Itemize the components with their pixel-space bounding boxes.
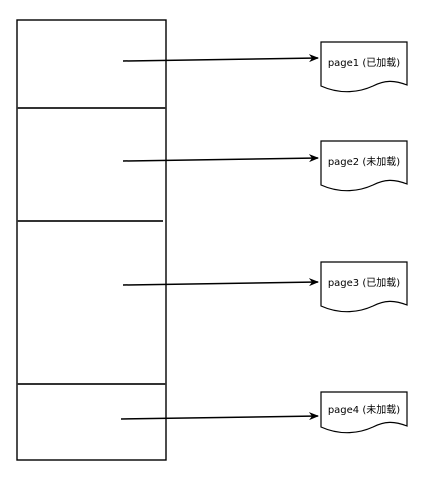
page-pointer-arrow-2 [122,154,319,163]
page-pointer-arrow-3 [122,278,319,287]
page-pointer-arrow-1 [122,54,319,63]
page-document-shape-3 [320,261,408,313]
page-label-2: page2 (未加载) [328,156,400,168]
page-label-1: page1 (已加载) [328,57,400,69]
page-document-shape-1 [320,41,408,93]
page-document-shape-4 [320,391,408,434]
page-label-3: page3 (已加载) [328,277,400,289]
page-pointer-arrow-4 [120,412,319,421]
memory-block [16,19,167,461]
page-document-shape-2 [320,140,408,192]
page-label-4: page4 (未加载) [328,404,400,416]
